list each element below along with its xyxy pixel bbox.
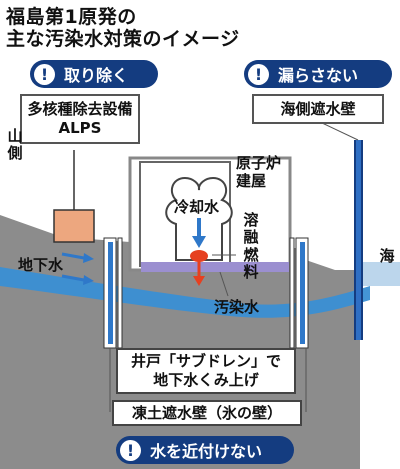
no-leak-pill: ! 漏らさない: [244, 60, 392, 88]
sea-area: [360, 262, 400, 286]
leak-arrow: [193, 276, 205, 286]
coolant-label: 冷却水: [174, 198, 220, 216]
molten-fuel-label: 溶融燃料: [243, 211, 259, 281]
sea-label: 海: [379, 247, 395, 265]
groundwater-band: [0, 267, 370, 318]
remove-pill-label: 取り除く: [64, 66, 129, 85]
exclamation-icon: !: [248, 63, 269, 85]
groundwater-arrows: [61, 252, 85, 282]
exclamation-icon: !: [34, 63, 55, 85]
alps-building: [53, 209, 95, 243]
groundwater-label: 地下水: [18, 256, 64, 274]
title-line-1: 福島第1原発の: [6, 6, 137, 28]
subdrain-box: 井戸「サブドレン」で 地下水くみ上げ: [116, 348, 296, 394]
molten-fuel: [190, 250, 208, 262]
seawall-inner: [356, 140, 361, 340]
no-approach-pill-label: 水を近付けない: [150, 442, 263, 461]
ice-wall-box: 凍土遮水壁（氷の壁）: [112, 400, 302, 426]
right-subdrain: [300, 242, 305, 344]
left-subdrain: [108, 242, 113, 344]
remove-pill: ! 取り除く: [30, 60, 158, 88]
reactor-building-label: 原子炉 建屋: [236, 154, 282, 190]
seawall-box: 海側遮水壁: [252, 94, 384, 124]
seawall-connector: [319, 121, 359, 141]
no-leak-pill-label: 漏らさない: [278, 66, 359, 85]
no-approach-pill: ! 水を近付けない: [116, 436, 294, 464]
mountain-side-label: 山側: [7, 127, 23, 163]
contaminated-water-layer: [141, 262, 289, 272]
exclamation-icon: !: [120, 439, 141, 461]
coolant-arrow: [192, 236, 206, 248]
alps-box: 多核種除去設備 ALPS: [20, 94, 140, 144]
contaminated-water-label: 汚染水: [214, 298, 260, 316]
title-line-2: 主な汚染水対策のイメージ: [6, 28, 240, 50]
